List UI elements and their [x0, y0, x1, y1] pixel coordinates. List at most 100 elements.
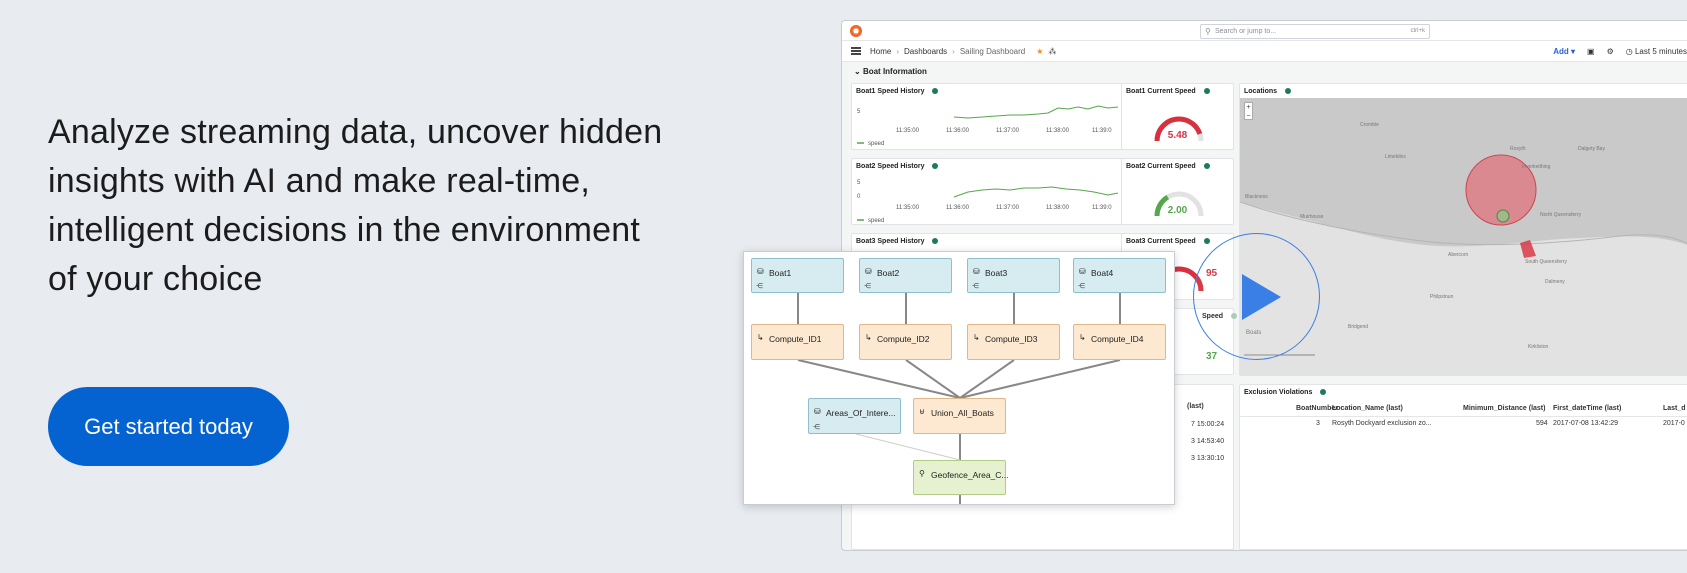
column-header[interactable]: Location_Name (last): [1332, 405, 1403, 412]
zoom-out-button[interactable]: −: [1246, 113, 1251, 120]
y-tick-label: 0: [857, 194, 861, 200]
column-header: (last): [1187, 403, 1204, 410]
compute-icon: ↳: [865, 333, 872, 342]
add-button[interactable]: Add ▾: [1553, 47, 1576, 56]
column-header[interactable]: Last_d: [1663, 405, 1686, 412]
chevron-right-icon: ›: [952, 47, 955, 56]
speed-history-panel[interactable]: Boat2 Speed History 5 0 11:35:00 11:36:0…: [851, 158, 1123, 225]
exclusion-violations-panel[interactable]: Exclusion Violations BoatNumber Location…: [1239, 384, 1687, 550]
gauge-panel[interactable]: Boat2 Current Speed 2.00: [1121, 158, 1234, 225]
map-label: Inverkeithing: [1522, 164, 1551, 170]
compute-node[interactable]: ↳Compute_ID1: [751, 324, 844, 360]
x-tick-label: 11:37:00: [996, 128, 1020, 134]
zoom-in-button[interactable]: +: [1246, 104, 1251, 111]
row-title-label: Boat Information: [862, 67, 927, 76]
status-dot: [1203, 163, 1210, 170]
connector: [797, 359, 961, 399]
node-label: Boat3: [985, 268, 1008, 278]
map-label: Limekilns: [1385, 154, 1406, 160]
map-label: South Queensferry: [1525, 259, 1567, 265]
panel-title-label: Boat3 Speed History: [856, 238, 925, 245]
node-label: Compute_ID3: [985, 334, 1038, 344]
compute-node[interactable]: ↳Compute_ID2: [859, 324, 952, 360]
map-pin-icon: ⚲: [919, 469, 925, 478]
breadcrumb-home[interactable]: Home: [870, 47, 892, 56]
speed-series-line: [953, 186, 1119, 198]
star-icon[interactable]: ★: [1036, 47, 1044, 56]
locations-map-panel[interactable]: Locations Crombie Rosyth Dalgety Bay Lim…: [1239, 83, 1687, 376]
gauge-panel[interactable]: Boat1 Current Speed 5.48: [1121, 83, 1234, 150]
node-label: Compute_ID1: [769, 334, 822, 344]
gauge-fill: [1154, 191, 1204, 217]
search-input[interactable]: ⚲ Search or jump to... ctrl+k: [1200, 24, 1430, 39]
speed-chart: 5 11:35:00 11:36:00 11:37:00 11:38:00 11…: [857, 105, 1119, 147]
areas-source-node[interactable]: ⛁Areas_Of_Intere...⋲: [808, 398, 901, 434]
x-tick-label: 11:39:0: [1092, 205, 1112, 211]
map-label: Muirhouse: [1300, 214, 1324, 220]
source-node[interactable]: ⛁Boat2⋲: [859, 258, 952, 293]
panel-title: Boat3 Current Speed: [1126, 238, 1210, 245]
map-svg: Crombie Rosyth Dalgety Bay Limekilns Inv…: [1240, 98, 1687, 356]
node-label: Geofence_Area_C...: [931, 470, 1009, 480]
chevron-right-icon: ›: [896, 47, 900, 56]
row-title[interactable]: ⌄ Boat Information: [854, 67, 927, 76]
gauge-value: 5.48: [1167, 130, 1188, 141]
panel-title-label: Boat1 Current Speed: [1126, 88, 1196, 95]
grafana-logo-icon[interactable]: [850, 25, 862, 37]
map-label: Blackness: [1245, 194, 1268, 200]
save-icon[interactable]: ▣: [1587, 47, 1595, 56]
map-label: Dalmeny: [1545, 279, 1565, 285]
play-icon: [1242, 274, 1281, 320]
gear-icon[interactable]: ⚙: [1606, 47, 1614, 56]
panel-title: Boat2 Current Speed: [1126, 163, 1210, 170]
status-dot: [1203, 88, 1210, 95]
get-started-button[interactable]: Get started today: [48, 387, 289, 466]
map-label: Philpstoun: [1430, 294, 1454, 300]
speed-series-line: [953, 105, 1119, 119]
union-node[interactable]: ⊎Union_All_Boats: [913, 398, 1006, 434]
menu-icon[interactable]: [851, 47, 861, 55]
gauge-dial: [1154, 191, 1204, 217]
source-node[interactable]: ⛁Boat4⋲: [1073, 258, 1166, 293]
breadcrumb-current: Sailing Dashboard: [959, 47, 1026, 56]
map-label: Dalgety Bay: [1578, 146, 1605, 152]
map-label: Abercorn: [1448, 252, 1469, 258]
column-header[interactable]: BoatNumber: [1296, 405, 1339, 412]
add-label: Add: [1553, 47, 1569, 56]
map-label: Rosyth: [1510, 146, 1526, 152]
hero-line: of your choice: [48, 260, 263, 298]
table-row[interactable]: 3 Rosyth Dockyard exclusion zo... 594 20…: [1240, 418, 1687, 432]
play-video-button[interactable]: [1193, 233, 1320, 360]
compute-node[interactable]: ↳Compute_ID4: [1073, 324, 1166, 360]
table-cell: 3 14:53:40: [1191, 438, 1225, 445]
legend-label: speed: [868, 141, 884, 147]
geofence-node[interactable]: ⚲ Geofence_Area_C...: [913, 460, 1009, 495]
panel-title: Boat3 Speed History: [856, 238, 939, 245]
panel-title: Boat1 Speed History: [856, 88, 939, 95]
source-node[interactable]: ⛁Boat3⋲: [967, 258, 1060, 293]
source-node[interactable]: ⛁Boat1⋲: [751, 258, 844, 293]
flow-connectors: [797, 292, 1121, 504]
column-header[interactable]: First_dateTime (last): [1553, 405, 1622, 412]
map-canvas[interactable]: Crombie Rosyth Dalgety Bay Limekilns Inv…: [1240, 98, 1687, 375]
x-tick-label: 11:38:00: [1046, 128, 1070, 134]
breadcrumb-dashboards[interactable]: Dashboards: [904, 47, 948, 56]
share-icon: ⋲: [972, 283, 979, 290]
compute-icon: ↳: [1079, 333, 1086, 342]
search-shortcut: ctrl+k: [1410, 28, 1425, 34]
time-range-picker[interactable]: ◷ Last 5 minutes: [1625, 47, 1687, 56]
panel-title: Exclusion Violations: [1244, 389, 1327, 396]
compute-node[interactable]: ↳Compute_ID3: [967, 324, 1060, 360]
column-header[interactable]: Minimum_Distance (last): [1463, 405, 1546, 412]
table-cell: 3 13:30:10: [1191, 455, 1225, 462]
speed-history-panel[interactable]: Boat1 Speed History 5 11:35:00 11:36:00 …: [851, 83, 1123, 150]
share-icon[interactable]: ⁂: [1048, 47, 1057, 56]
table-cell: 2017-07-08 13:42:29: [1553, 420, 1618, 427]
node-label: Union_All_Boats: [931, 408, 994, 418]
dashboard-navbar: Home › Dashboards › Sailing Dashboard ★ …: [842, 41, 1687, 62]
share-icon: ⋲: [1078, 283, 1085, 290]
status-dot: [1320, 389, 1327, 396]
map-label: Bridgend: [1348, 324, 1368, 330]
x-tick-label: 11:35:00: [896, 205, 920, 211]
table-cell: 7 15:00:24: [1191, 421, 1225, 428]
